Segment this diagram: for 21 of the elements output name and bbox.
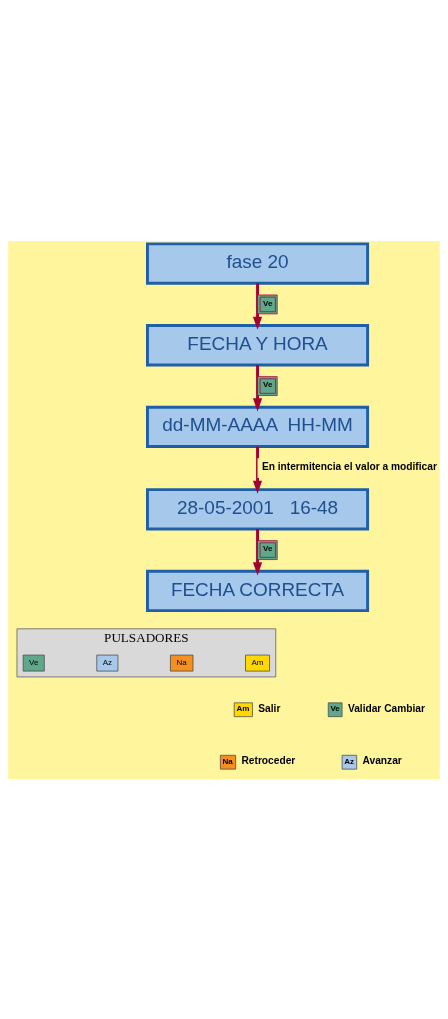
- node-box: Na: [170, 654, 194, 671]
- arrow: [252, 364, 263, 411]
- node-box: FECHA Y HORA: [146, 323, 370, 366]
- node-label: Retroceder: [241, 754, 296, 766]
- node-box: Ve: [22, 654, 45, 671]
- node-box: Am: [245, 654, 270, 671]
- node-label: Salir: [258, 702, 281, 714]
- node-box: dd-MM-AAAA HH-MM: [146, 405, 370, 448]
- arrow: [252, 446, 263, 494]
- node-label: Validar Cambiar: [347, 702, 425, 714]
- node-box: Az: [96, 654, 119, 671]
- edge-label: Ve: [263, 298, 273, 308]
- node-box: fase 20: [146, 241, 370, 285]
- node-box: 28-05-2001 16-48: [146, 487, 370, 530]
- node-label: Avanzar: [362, 754, 402, 766]
- edge-label: Ve: [263, 543, 273, 553]
- edge-label: Ve: [263, 379, 273, 389]
- arrow: [252, 528, 263, 575]
- edge-label: En intermitencia el valor a modificar: [261, 460, 437, 472]
- node-box: FECHA CORRECTA: [146, 569, 370, 612]
- arrow: [252, 282, 263, 330]
